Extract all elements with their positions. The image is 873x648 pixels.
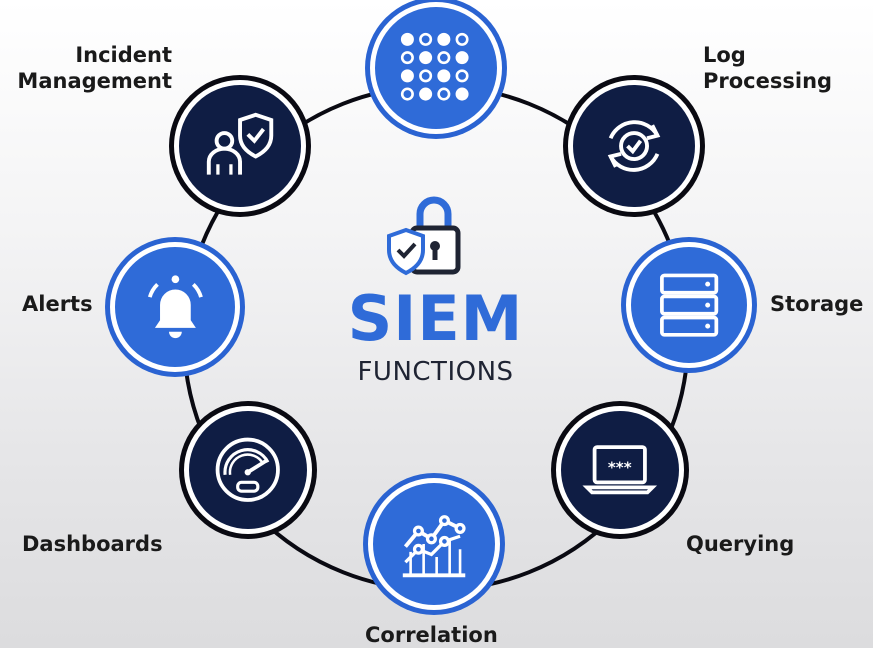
- laptop-password-icon: ***: [582, 445, 658, 495]
- refresh-check-icon: [607, 120, 661, 172]
- label-correlation: Correlation: [365, 623, 498, 647]
- node-data-sources: [370, 2, 502, 134]
- svg-text:***: ***: [608, 459, 632, 477]
- node-storage: [626, 242, 752, 368]
- node-log-processing: [568, 80, 700, 212]
- label-dashboards: Dashboards: [22, 532, 163, 556]
- node-alerts: [110, 242, 240, 372]
- node-correlation: [368, 478, 500, 610]
- bell-icon: [147, 274, 203, 338]
- diagram-subtitle: FUNCTIONS: [357, 357, 514, 387]
- label-log-processing-line1: Log: [703, 43, 746, 67]
- label-log-processing-line2: Processing: [703, 69, 833, 93]
- server-rack-icon: [659, 273, 719, 337]
- diagram-title: SIEM: [347, 282, 524, 355]
- gauge-icon: [215, 437, 281, 503]
- label-alerts: Alerts: [22, 292, 93, 316]
- label-incident-management-line1: Incident: [75, 43, 172, 67]
- node-querying: ***: [556, 406, 684, 534]
- user-shield-icon: [206, 112, 274, 175]
- node-incident-management: [174, 80, 306, 212]
- dot-grid-icon: [400, 32, 469, 101]
- label-incident-management: Incident Management: [0, 42, 172, 94]
- label-incident-management-line2: Management: [17, 69, 172, 93]
- label-log-processing: Log Processing: [703, 42, 832, 94]
- lock-shield-icon: [387, 196, 461, 276]
- label-storage: Storage: [770, 292, 864, 316]
- line-chart-icon: [402, 515, 466, 578]
- label-querying: Querying: [686, 532, 795, 556]
- node-dashboards: [184, 406, 312, 534]
